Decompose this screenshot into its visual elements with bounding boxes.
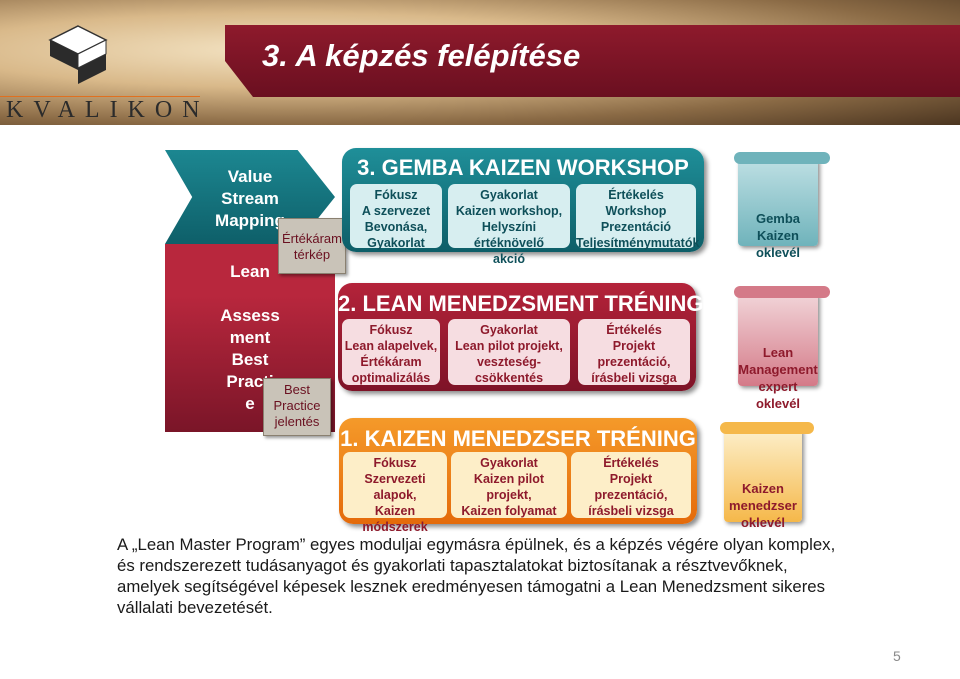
kaizen-manager-title: 1. KAIZEN MENEDZSER TRÉNING [340,426,696,451]
assessment-label: Assess ment Best Practi e [220,306,280,413]
gemba-focus-card: Fókusz A szervezet Bevonása, Gyakorlat [350,184,442,250]
kaizen-certificate-label: Kaizen menedzser oklevél [729,481,797,530]
page-number: 5 [893,648,901,664]
logo-mark-icon [48,25,108,84]
lean-certificate-label: Lean Management expert oklevél [738,345,818,411]
best-practice-note: Best Practice jelentés [263,378,331,436]
title-banner [225,25,960,97]
logo-underline [0,96,200,97]
kaizen-certificate: Kaizen menedzser oklevél [720,422,814,530]
logo-wordmark: KVALIKON [6,97,210,123]
lean-practice-card: Gyakorlat Lean pilot projekt, veszteség-… [448,319,570,385]
gemba-kaizen-title: 3. GEMBA KAIZEN WORKSHOP [357,155,689,180]
kvalikon-logo: KVALIKON [0,0,200,125]
lean-management-title: 2. LEAN MENEDZSMENT TRÉNING [338,291,704,316]
lean-evaluation-card: Értékelés Projekt prezentáció, írásbeli … [578,319,690,385]
gemba-evaluation-card: Értékelés Workshop Prezentáció Teljesítm… [576,184,699,250]
scroll-curl-icon [734,152,830,164]
lean-management-panel: 2. LEAN MENEDZSMENT TRÉNING Fókusz Lean … [338,283,704,391]
kaizen-practice-card: Gyakorlat Kaizen pilot projekt, Kaizen f… [451,452,567,518]
lean-label: Lean [230,262,270,281]
lean-certificate: Lean Management expert oklevél [734,286,830,411]
page-title: 3. A képzés felépítése [262,38,581,73]
value-stream-label: Value Stream Mapping [215,167,285,230]
value-map-note: Értékáram térkép [278,218,346,274]
program-description: A „Lean Master Program” egyes moduljai e… [117,535,836,617]
gemba-certificate-label: Gemba Kaizen oklevél [755,211,801,260]
kaizen-manager-panel: 1. KAIZEN MENEDZSER TRÉNING Fókusz Szerv… [339,418,697,534]
scroll-curl-icon [720,422,814,434]
lean-focus-card: Fókusz Lean alapelvek, Értékáram optimal… [342,319,440,385]
gemba-kaizen-panel: 3. GEMBA KAIZEN WORKSHOP Fókusz A szerve… [342,148,704,266]
gemba-certificate: Gemba Kaizen oklevél [734,152,830,260]
kaizen-evaluation-card: Értékelés Projekt prezentáció, írásbeli … [571,452,691,518]
scroll-curl-icon [734,286,830,298]
kaizen-focus-card: Fókusz Szervezeti alapok, Kaizen módszer… [343,452,447,534]
gemba-practice-card: Gyakorlat Kaizen workshop, Helyszíni ért… [448,184,570,266]
